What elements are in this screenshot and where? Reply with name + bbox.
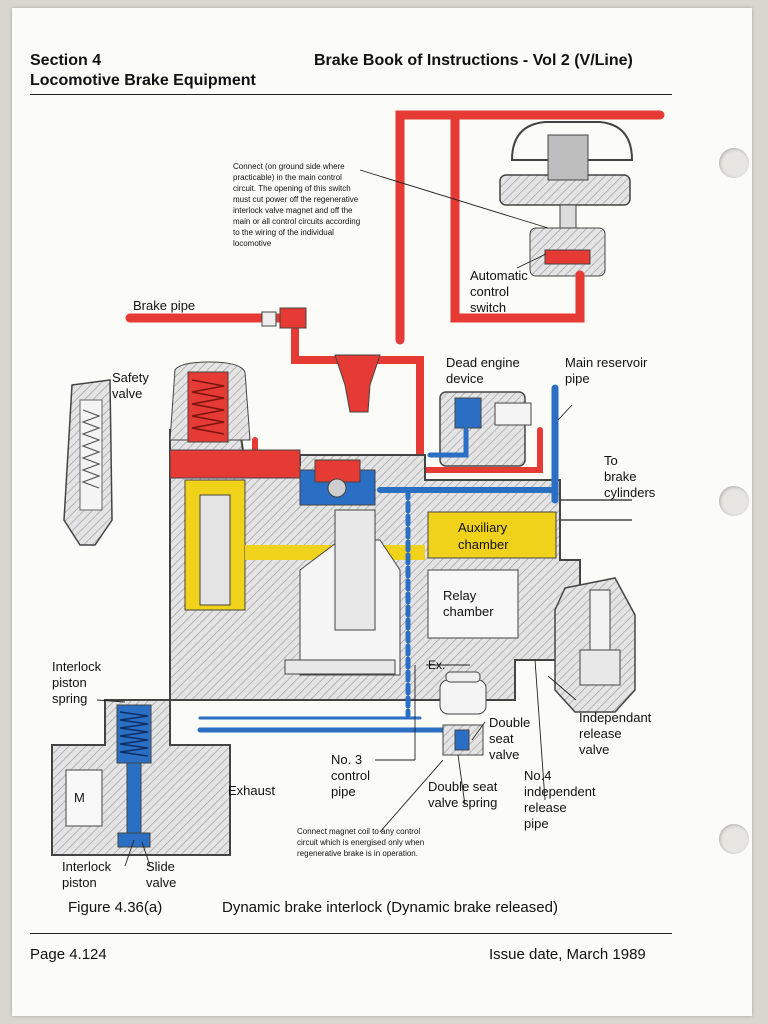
interlock-magnet	[439, 671, 487, 756]
note-top: Connect (on ground side where practicabl…	[233, 162, 362, 248]
issue-date: Issue date, March 1989	[489, 946, 646, 963]
automatic-control-switch	[499, 121, 634, 277]
label-ex: Ex.	[428, 658, 445, 672]
label-no3-control-pipe: No. 3 control pipe	[331, 752, 374, 799]
label-relay-chamber: Relay chamber	[443, 588, 494, 619]
label-m: M	[74, 790, 85, 805]
pipe-fitting	[279, 307, 307, 329]
label-safety-valve: Safety valve	[112, 370, 152, 401]
label-auxiliary-chamber: Auxiliary chamber	[458, 520, 511, 552]
book-title: Brake Book of Instructions - Vol 2 (V/Li…	[314, 52, 633, 69]
header-rule	[30, 94, 672, 95]
page-number: Page 4.124	[30, 946, 107, 963]
label-interlock-piston: Interlock piston	[62, 859, 115, 890]
figure-title: Dynamic brake interlock (Dynamic brake r…	[222, 899, 558, 916]
label-exhaust: Exhaust	[228, 783, 275, 798]
binder-hole	[719, 486, 749, 516]
main-reservoir-pipe	[197, 384, 559, 733]
label-slide-valve: Slide valve	[146, 859, 179, 890]
binder-hole	[719, 824, 749, 854]
note-bottom: Connect magnet coil to any control circu…	[297, 827, 426, 858]
interlock-piston-housing	[51, 699, 231, 856]
auxiliary-chamber	[427, 511, 557, 559]
figure-number: Figure 4.36(a)	[68, 899, 163, 916]
label-dead-engine-device: Dead engine device	[446, 355, 523, 386]
label-brake-pipe: Brake pipe	[133, 298, 195, 313]
brake-cylinder-outlet	[560, 499, 632, 521]
section-subtitle: Locomotive Brake Equipment	[30, 72, 256, 89]
section-number: Section 4	[30, 52, 102, 69]
label-to-brake-cylinders: To brake cylinders	[604, 453, 656, 500]
dead-engine-device	[439, 391, 532, 467]
relay-chamber	[427, 569, 519, 639]
independent-release-valve	[554, 577, 636, 713]
valve-body	[169, 361, 581, 701]
label-double-seat-valve-spring: Double seat valve spring	[428, 779, 501, 810]
label-no4-independent-release-pipe: No.4 independent release pipe	[524, 768, 599, 831]
label-interlock-piston-spring: Interlock piston spring	[52, 659, 105, 706]
label-main-reservoir-pipe: Main reservoir pipe	[565, 355, 651, 386]
pipe-fitting	[261, 311, 277, 327]
safety-valve	[63, 379, 113, 546]
label-independant-release-valve: Independant release valve	[579, 710, 655, 757]
footer-rule	[30, 933, 672, 934]
leader-lines	[96, 169, 577, 867]
binder-hole	[719, 148, 749, 178]
label-double-seat-valve: Double seat valve	[489, 715, 534, 762]
diagram-labels: Connect (on ground side where practicabl…	[52, 162, 656, 890]
choke-fitting	[334, 354, 381, 413]
label-automatic-control-switch: Automatic control switch	[470, 268, 531, 315]
